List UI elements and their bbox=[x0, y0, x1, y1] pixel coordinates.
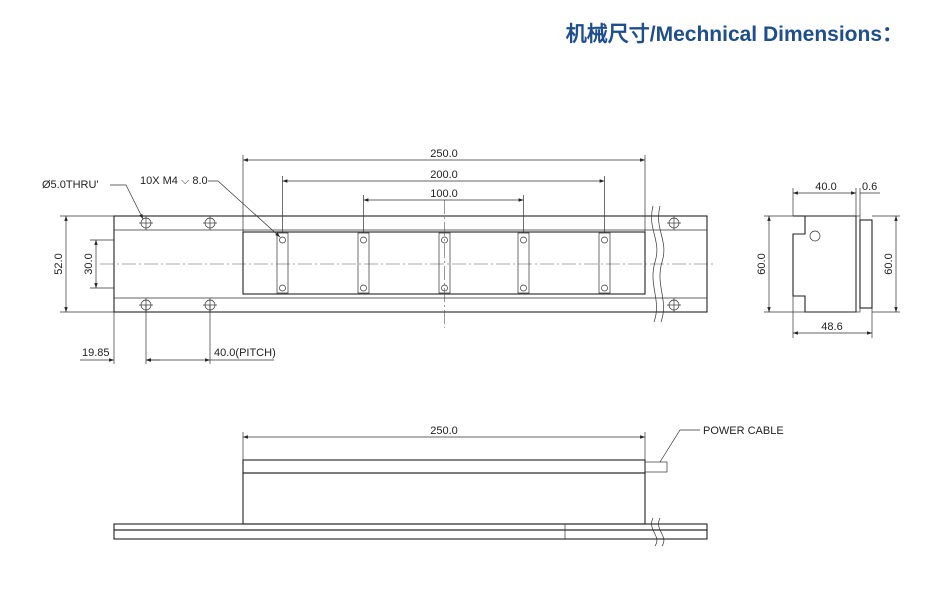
front-top-cover bbox=[242, 459, 646, 474]
tapped-hole-pair bbox=[357, 232, 370, 294]
dim-label-100: 100.0 bbox=[430, 188, 458, 200]
power-cable-label: POWER CABLE bbox=[703, 425, 784, 437]
dim-label-side-40: 40.0 bbox=[815, 181, 836, 193]
thru-hole bbox=[667, 298, 681, 312]
dim-label-side-06: 0.6 bbox=[862, 181, 877, 193]
tapped-leader bbox=[208, 180, 281, 238]
hole-callout: Ø5.0THRU' bbox=[42, 179, 99, 191]
dim-label-side-48: 48.6 bbox=[821, 321, 842, 333]
dim-label-200: 200.0 bbox=[430, 169, 458, 181]
side-view: 40.0 0.6 60.0 60.0 48.6 bbox=[756, 181, 900, 338]
thru-hole bbox=[203, 216, 217, 230]
side-plate-gap bbox=[855, 215, 861, 313]
front-view: 250.0 POWER CABLE bbox=[113, 425, 784, 547]
tapped-hole-pair bbox=[517, 232, 530, 294]
dim-label-250: 250.0 bbox=[430, 148, 458, 160]
dim-label-side-60-right: 60.0 bbox=[883, 253, 895, 274]
dim-label-offset: 19.85 bbox=[82, 347, 110, 359]
hole-leader bbox=[110, 184, 144, 220]
front-rail-top bbox=[113, 523, 708, 531]
tapped-hole-pair bbox=[598, 232, 611, 294]
tapped-callout: 10X M4 ⌵ 8.0 bbox=[140, 175, 208, 187]
mover-body bbox=[242, 231, 646, 295]
break-line-1 bbox=[651, 205, 658, 323]
top-view: 250.0 200.0 100.0 Ø5.0THRU' 10X M4 ⌵ 8.0… bbox=[42, 148, 715, 364]
thru-hole bbox=[667, 216, 681, 230]
side-hole bbox=[809, 230, 821, 242]
front-body bbox=[242, 472, 646, 525]
break-line-2 bbox=[658, 205, 665, 323]
dim-label-side-60-left: 60.0 bbox=[756, 253, 768, 274]
dim-label-front-250: 250.0 bbox=[430, 425, 458, 437]
power-cable bbox=[644, 461, 668, 473]
power-cable-leader bbox=[659, 429, 700, 463]
page-title: 机械尺寸/Mechnical Dimensions： bbox=[565, 23, 903, 46]
side-plate bbox=[859, 219, 873, 309]
side-body bbox=[792, 215, 857, 313]
thru-hole bbox=[139, 216, 153, 230]
dim-label-30: 30.0 bbox=[83, 253, 95, 274]
tapped-hole-pair bbox=[276, 232, 289, 294]
front-rail-bottom bbox=[113, 529, 708, 540]
dim-label-pitch: 40.0(PITCH) bbox=[214, 347, 276, 359]
dim-label-52: 52.0 bbox=[53, 253, 65, 274]
